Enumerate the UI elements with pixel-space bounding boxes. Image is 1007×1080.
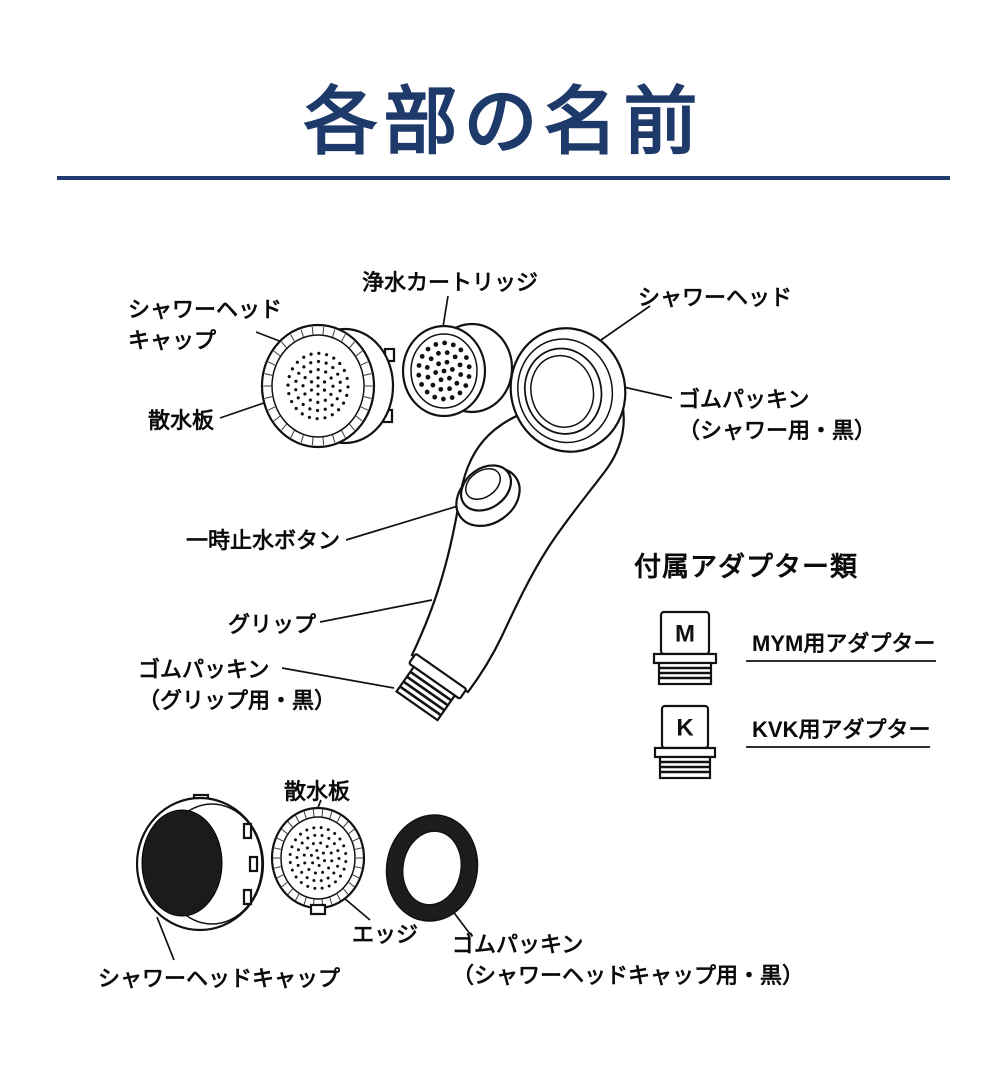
button-dome (464, 468, 502, 500)
label-shower-head-cap-bottom: シャワーヘッドキャップ (98, 966, 341, 991)
thread-ridge (402, 680, 446, 712)
mym-adapter-flange (652, 652, 718, 665)
label-edge: エッジ (352, 922, 419, 947)
cartridge-inner-ring (410, 333, 478, 409)
cap-edge-ticks (263, 326, 373, 446)
label-rubber-packing-shower: ゴムパッキン （シャワー用・黒） (678, 387, 877, 443)
thread-ridge (409, 670, 453, 702)
cap-illustration-bottom (135, 793, 265, 932)
spray-plate-dots (286, 351, 350, 421)
cap-inner-ring (271, 334, 365, 438)
grip-thread-connector-illustration (395, 653, 467, 722)
shower-head-face (509, 327, 627, 453)
cartridge-dots (416, 340, 472, 402)
leader-line (442, 295, 449, 328)
label-purifier-cartridge: 浄水カートリッジ (362, 270, 539, 295)
label-shower-head: シャワーヘッド (638, 285, 793, 310)
head-opening (523, 347, 603, 435)
leader-line (345, 505, 459, 541)
kvk-adapter-flange (653, 746, 717, 759)
label-shower-head-cap: シャワーヘッド キャップ (128, 297, 283, 353)
rubber-packing-illustration-bottom (385, 814, 479, 922)
label-rubber-packing-cap: ゴムパッキン （シャワーヘッドキャップ用・黒） (452, 932, 805, 988)
shower-head-body-illustration (395, 327, 627, 722)
mym-adapter-illustration: M (652, 610, 718, 686)
plate-tab (309, 903, 327, 916)
label-spray-plate: 散水板 (148, 408, 215, 433)
kvk-adapter-illustration: K (653, 704, 717, 780)
purifier-cartridge-illustration (401, 322, 514, 418)
label-grip: グリップ (228, 612, 317, 637)
page-title: 各部の名前 (303, 80, 704, 163)
title-divider (57, 176, 950, 180)
grip-outline (410, 388, 625, 694)
leader-line (451, 909, 471, 935)
mym-adapter-letter: M (675, 621, 695, 648)
kvk-adapter-letter: K (676, 715, 694, 742)
cap-slot (242, 822, 253, 840)
cap-slot (248, 855, 259, 873)
leader-line (281, 667, 395, 689)
packing-inner-outline (401, 830, 463, 906)
leader-line (319, 599, 433, 623)
head-ring (517, 338, 614, 444)
leader-line (255, 331, 283, 343)
leader-line (156, 916, 175, 961)
plate-ring (280, 816, 356, 900)
leader-line (600, 305, 651, 341)
label-mym-adapter: MYM用アダプター (752, 631, 936, 656)
thread-ridge (406, 675, 449, 707)
shower-head-cap-illustration (260, 323, 396, 449)
label-spray-plate-bottom: 散水板 (284, 779, 351, 804)
thread-ridge (399, 685, 442, 717)
cap-slot (242, 888, 253, 906)
pause-button-illustration (455, 464, 521, 527)
adapters-heading: 付属アダプター類 (634, 552, 858, 582)
gasket-seat (530, 354, 595, 428)
label-kvk-adapter: KVK用アダプター (752, 717, 931, 742)
cap-dark-opening (141, 809, 223, 917)
spray-plate-illustration-bottom (270, 806, 366, 916)
label-pause-button: 一時止水ボタン (186, 528, 341, 553)
leader-line (343, 897, 371, 921)
label-rubber-packing-grip: ゴムパッキン （グリップ用・黒） (138, 657, 337, 713)
packing-ring (387, 815, 477, 921)
plate-dots (288, 826, 348, 890)
